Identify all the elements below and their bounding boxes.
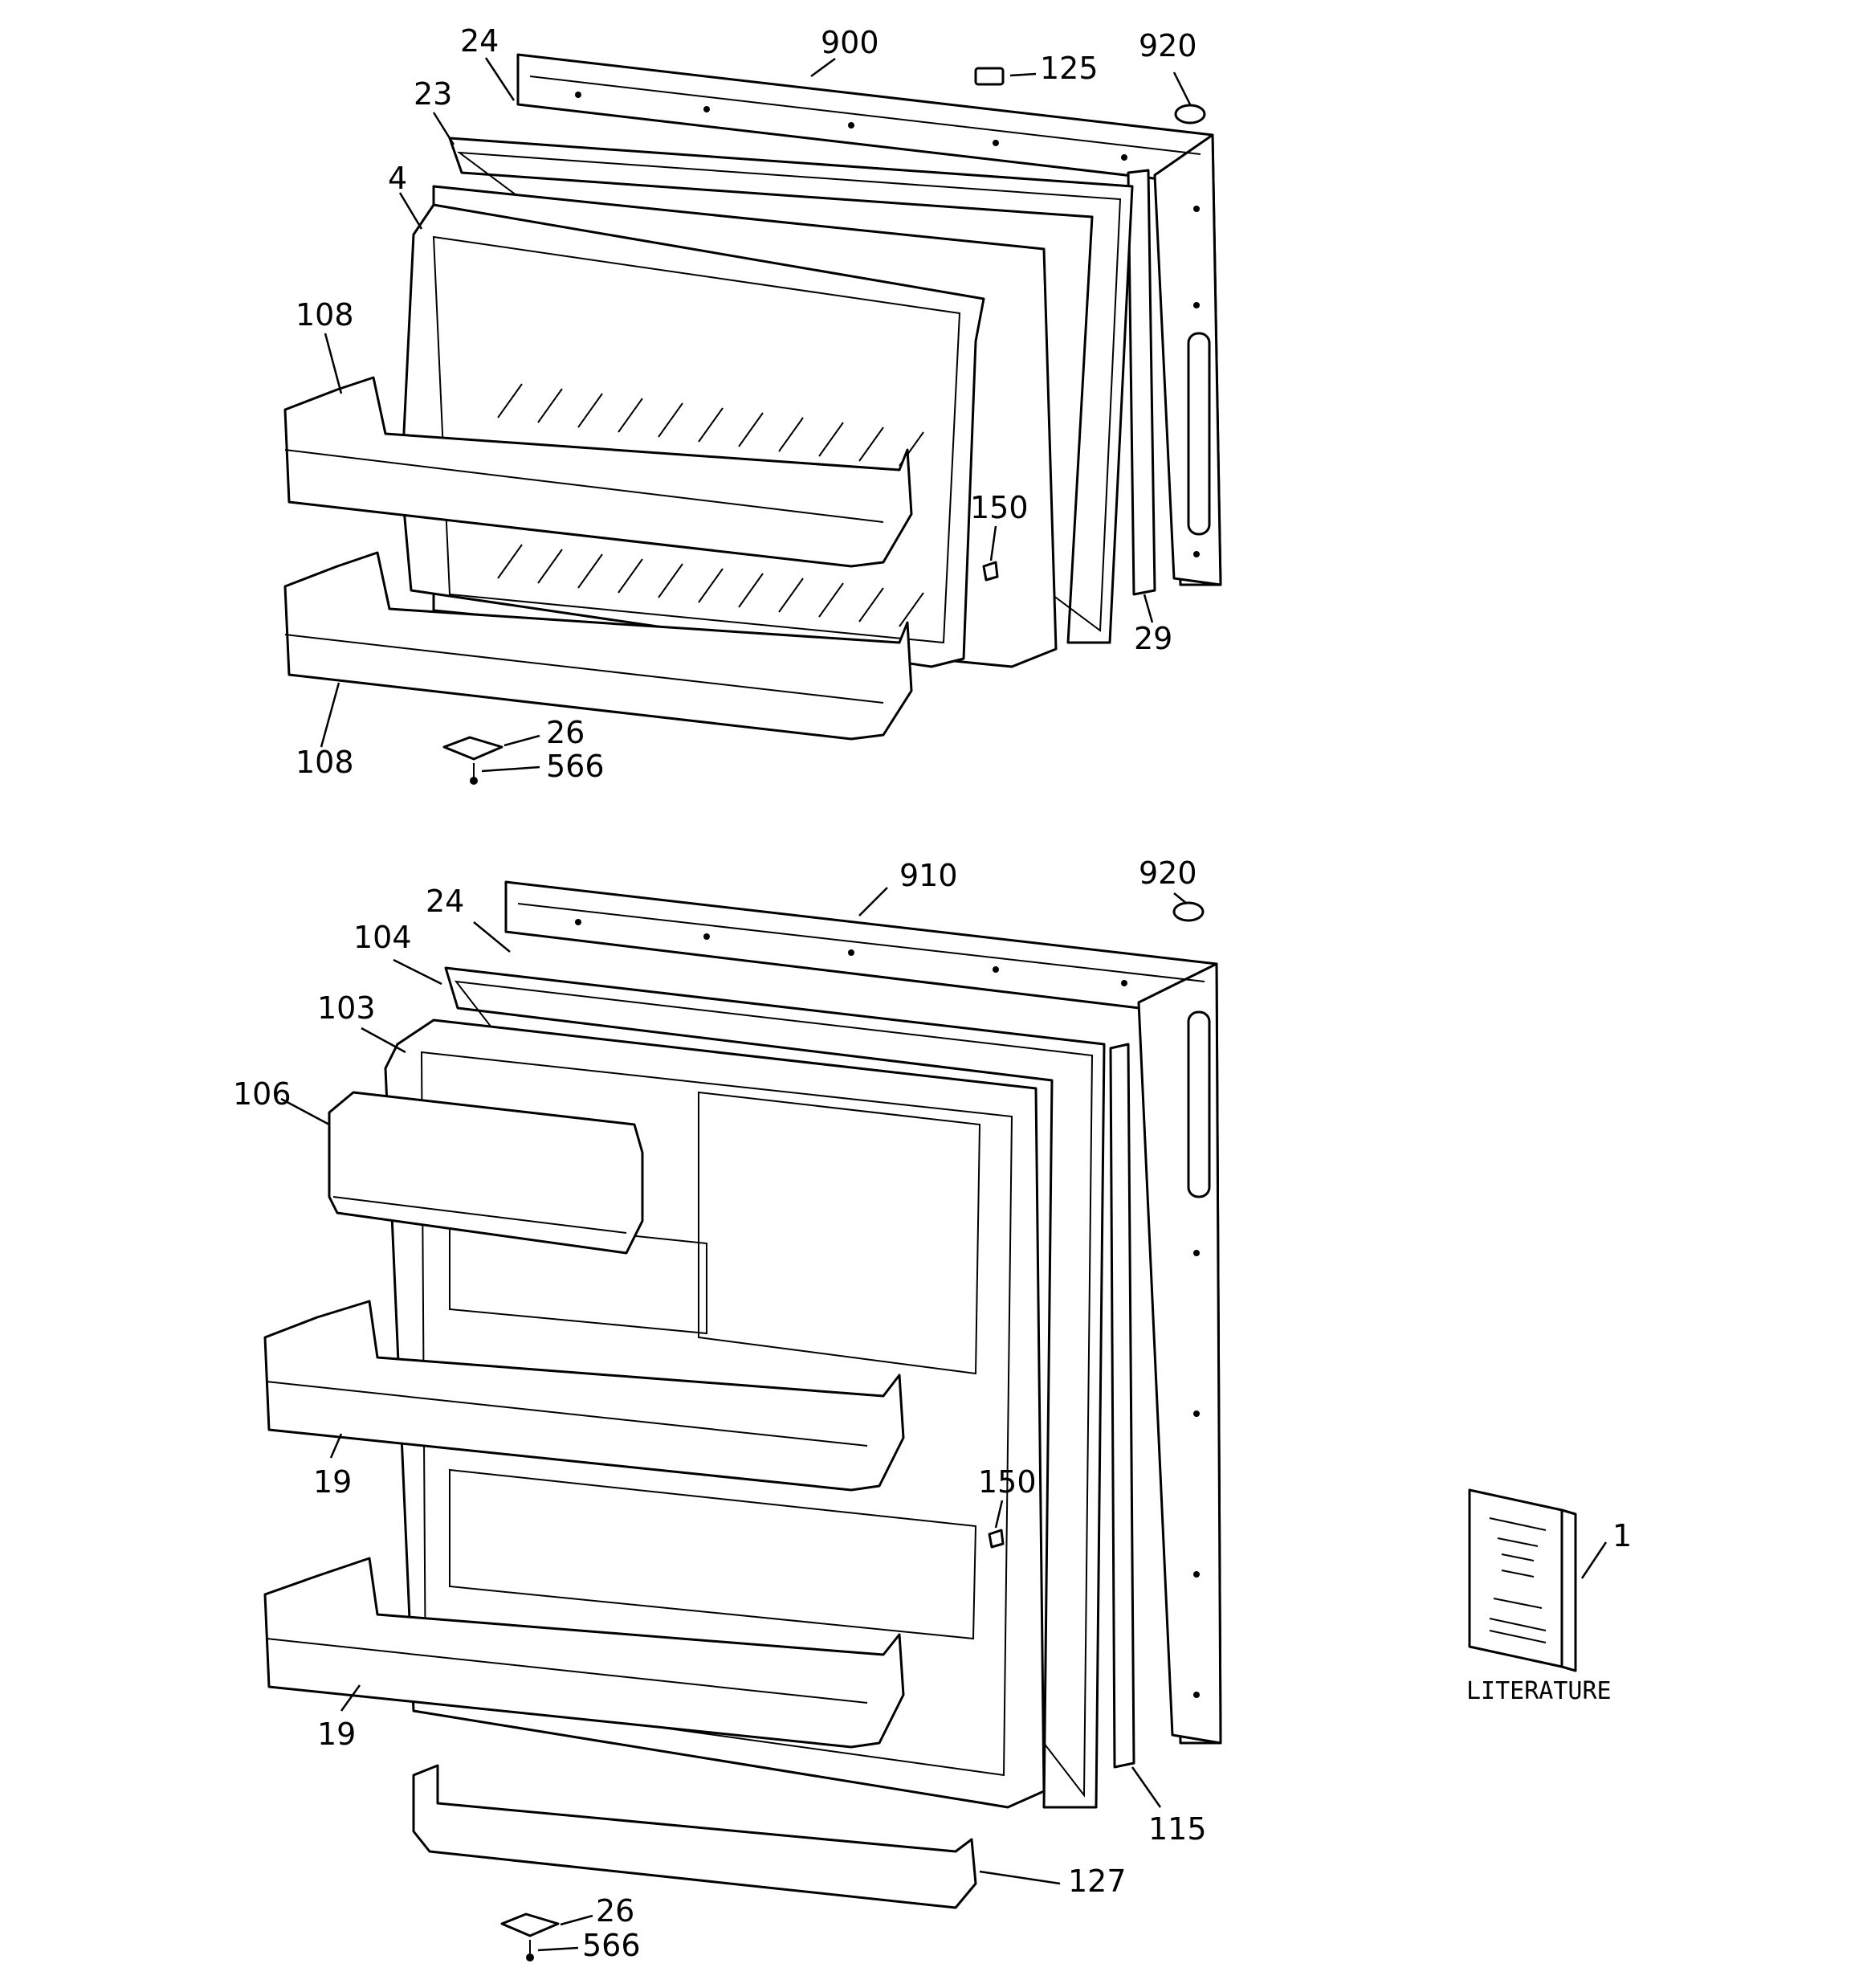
callout-fresh-food-liner: 103	[317, 990, 376, 1026]
literature-caption: LITERATURE	[1466, 1677, 1612, 1705]
freezer-inner-liner-4	[400, 185, 1058, 668]
callout-freezer-plug: 920	[1139, 28, 1197, 63]
fresh-food-plug-920	[1172, 901, 1205, 922]
fresh-food-hinge-26	[500, 1912, 560, 1937]
fresh-food-outer-door-panel	[504, 880, 1222, 1745]
freezer-door-shelf-upper-108	[283, 376, 913, 568]
fresh-food-bottom-shelf-127	[412, 1764, 977, 1909]
callout-freezer-gasket: 23	[414, 76, 452, 112]
callout-freezer-hinge-screw: 566	[546, 749, 605, 784]
freezer-outer-door-panel	[516, 53, 1222, 586]
literature-booklet	[1468, 1488, 1577, 1672]
callout-fresh-food-bottom-shelf: 127	[1068, 1863, 1127, 1899]
freezer-clip-125	[974, 67, 1005, 86]
freezer-door-shelf-lower-108	[283, 551, 913, 741]
callout-freezer-shelf-lower: 108	[296, 745, 354, 780]
freezer-hinge-26	[442, 736, 503, 761]
callout-fresh-food-door: 910	[899, 858, 958, 893]
fresh-food-door-assembly	[263, 880, 1222, 1961]
fresh-food-hinge-screw-566	[526, 1940, 534, 1961]
callout-fresh-food-gasket: 104	[353, 920, 412, 955]
callout-fresh-food-hinge: 26	[596, 1893, 634, 1929]
fresh-food-shelf-lower-19	[263, 1557, 905, 1749]
freezer-liner-ribs	[497, 383, 924, 627]
fresh-food-shelf-upper-19	[263, 1300, 905, 1492]
callout-freezer-gasket-top: 24	[460, 23, 499, 59]
callout-freezer-clip: 125	[1040, 51, 1099, 86]
callout-freezer-door: 900	[821, 25, 879, 60]
callout-freezer-screw-plug: 150	[970, 490, 1029, 525]
freezer-screw-plug-150	[982, 561, 999, 582]
callout-fresh-food-breaker-strip: 115	[1148, 1811, 1207, 1847]
freezer-hinge-screw-566	[470, 763, 478, 785]
callout-fresh-food-screw-plug: 150	[978, 1464, 1037, 1500]
fresh-food-dairy-door-106	[328, 1091, 644, 1255]
callout-fresh-food-shelf-upper: 19	[313, 1464, 352, 1500]
freezer-plug-920	[1174, 104, 1206, 125]
callout-fresh-food-shelf-lower: 19	[317, 1717, 356, 1752]
callout-freezer-breaker-strip: 29	[1134, 621, 1172, 656]
callout-fresh-food-plug: 920	[1139, 855, 1197, 891]
fresh-food-breaker-strip-115	[1109, 1043, 1135, 1769]
freezer-door-assembly: 900 125 920 24 23 4 108 108 150 29 26 56…	[283, 23, 1222, 785]
freezer-breaker-strip-29	[1127, 169, 1156, 596]
callout-fresh-food-gasket-top: 24	[426, 884, 464, 919]
callout-fresh-food-hinge-screw: 566	[582, 1928, 641, 1963]
fresh-food-screw-plug-150	[988, 1529, 1005, 1549]
callout-freezer-liner: 4	[388, 161, 407, 196]
callout-literature: 1	[1612, 1518, 1632, 1553]
callout-freezer-shelf-upper: 108	[296, 297, 354, 333]
callout-freezer-hinge: 26	[546, 715, 585, 750]
callout-fresh-food-dairy-door: 106	[233, 1076, 291, 1112]
